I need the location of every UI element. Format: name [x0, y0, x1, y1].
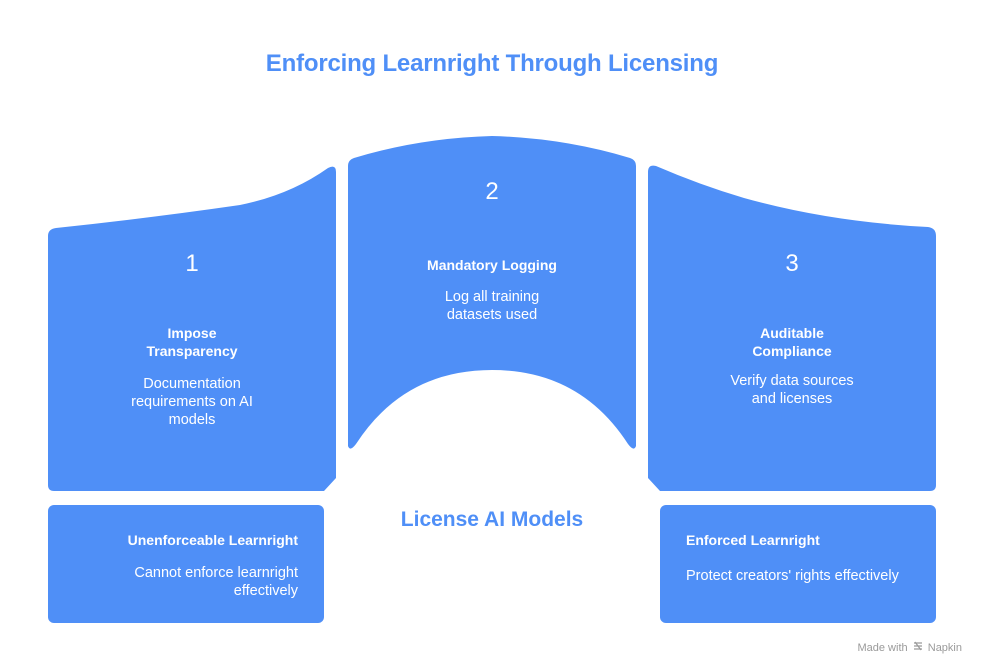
step-1-heading: Impose Transparency	[92, 324, 292, 360]
outcome-left-description: Cannot enforce learnright effectively	[60, 564, 298, 600]
step-2-desc-line2: datasets used	[446, 307, 538, 323]
outcome-left-heading: Unenforceable Learnright	[127, 532, 298, 548]
step-1-card	[48, 166, 336, 491]
step-2-heading: Mandatory Logging	[427, 257, 557, 273]
step-3-description: Verify data sources and licenses	[692, 372, 892, 408]
step-1-heading-line1: Impose	[167, 325, 217, 341]
outcome-right-description: Protect creators' rights effectively	[686, 568, 899, 584]
step-1-heading-line2: Transparency	[146, 343, 238, 359]
outcome-left-desc-line2: effectively	[233, 583, 298, 599]
step-3-heading-line1: Auditable	[760, 325, 824, 341]
step-1-description: Documentation requirements on AI models	[92, 375, 292, 429]
step-1-number: 1	[185, 250, 199, 277]
outcome-left-desc-line1: Cannot enforce learnright	[134, 565, 298, 581]
step-3-heading-line2: Compliance	[752, 343, 832, 359]
step-1-desc-line1: Documentation	[143, 376, 241, 392]
step-3-desc-line1: Verify data sources	[730, 373, 854, 389]
step-1-desc-line2: requirements on AI	[131, 394, 253, 410]
watermark-brand: Napkin	[927, 642, 962, 654]
step-3-desc-line2: and licenses	[751, 391, 833, 407]
step-3-card	[648, 165, 936, 491]
outcome-right-card	[660, 505, 936, 623]
step-2-card	[348, 136, 636, 449]
step-3-number: 3	[785, 250, 799, 277]
napkin-logo-icon	[913, 641, 923, 654]
center-label: License AI Models	[400, 508, 584, 531]
watermark[interactable]: Made with Napkin	[857, 641, 962, 654]
step-2-description: Log all training datasets used	[392, 288, 592, 324]
watermark-prefix: Made with	[857, 642, 908, 654]
step-3-heading: Auditable Compliance	[692, 324, 892, 360]
step-1-desc-line3: models	[168, 412, 216, 428]
step-2-number: 2	[485, 178, 499, 205]
outcome-right-heading: Enforced Learnright	[686, 532, 820, 548]
diagram-title: Enforcing Learnright Through Licensing	[265, 50, 719, 77]
outcome-left-card	[48, 505, 324, 623]
step-2-desc-line1: Log all training	[444, 289, 540, 305]
